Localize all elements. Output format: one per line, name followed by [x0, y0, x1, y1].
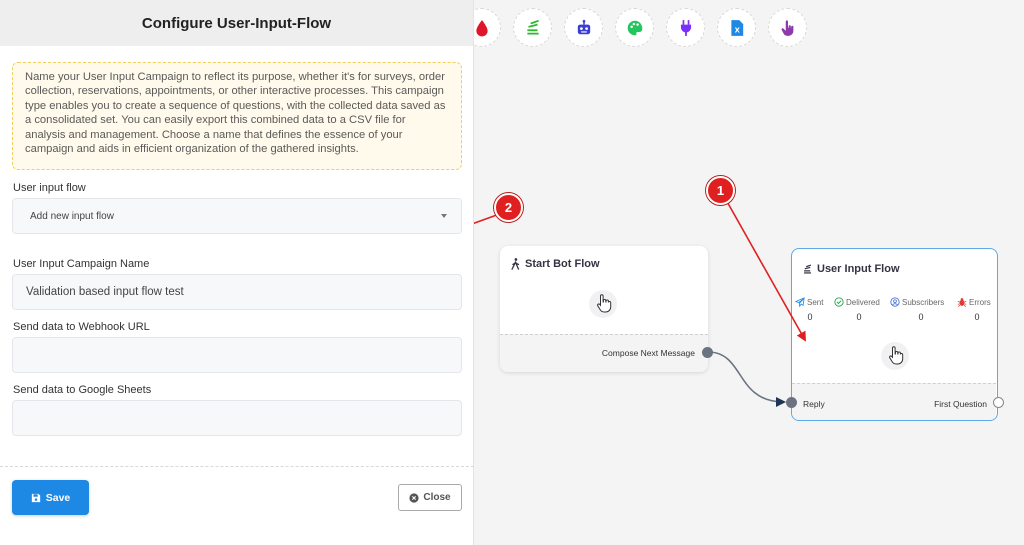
uif-node-title: User Input Flow [802, 263, 900, 275]
drop-icon [475, 19, 488, 36]
webhook-url-input[interactable] [12, 337, 462, 373]
panel-header: Configure User-Input-Flow [0, 0, 473, 46]
reply-port[interactable] [786, 397, 797, 408]
tap-hand-icon [880, 341, 910, 376]
stack-icon [526, 19, 539, 35]
flow-label: User input flow [13, 182, 86, 194]
walking-person-icon [511, 258, 520, 270]
floppy-disk-icon [31, 493, 40, 502]
stat-delivered: Delivered [834, 297, 880, 307]
start-node-footer [500, 334, 708, 372]
panel-title: Configure User-Input-Flow [141, 14, 332, 32]
user-circle-icon [890, 297, 900, 307]
plug-icon [680, 19, 691, 36]
pointer-hand-icon [781, 19, 793, 36]
uif-node-footer [792, 383, 996, 420]
stat-errors-label: Errors [969, 297, 991, 307]
annotation-badge-1: 1 [706, 176, 735, 205]
compose-next-message-port[interactable] [702, 347, 713, 358]
close-button-label: Close [423, 492, 451, 503]
close-button[interactable]: Close [398, 484, 462, 511]
palette-icon [627, 20, 642, 35]
close-circle-icon [409, 492, 419, 503]
reply-label: Reply [803, 399, 825, 409]
caret-down-icon [441, 214, 447, 218]
stat-subscribers-label: Subscribers [902, 297, 945, 307]
google-sheets-label: Send data to Google Sheets [13, 384, 152, 396]
excel-tool-button[interactable]: X [717, 8, 756, 47]
paper-plane-icon [795, 297, 805, 307]
stat-sent-label: Sent [807, 297, 824, 307]
stack-icon [804, 263, 812, 274]
check-circle-icon [834, 297, 844, 307]
stat-sent-value: 0 [807, 312, 813, 322]
stat-delivered-label: Delivered [846, 297, 880, 307]
user-input-flow-node[interactable]: User Input Flow Sent Delivered Subscribe… [791, 248, 998, 421]
start-node-title: Start Bot Flow [510, 258, 600, 270]
save-button-label: Save [45, 491, 71, 504]
stat-errors: Errors [957, 297, 991, 307]
first-question-port[interactable] [993, 397, 1004, 408]
save-button[interactable]: Save [12, 480, 89, 515]
tap-hand-icon [588, 289, 618, 324]
flow-select-value: Add new input flow [30, 210, 114, 222]
pointer-tool-button[interactable] [768, 8, 807, 47]
flow-select[interactable]: Add new input flow [12, 198, 462, 234]
google-sheets-input[interactable] [12, 400, 462, 436]
svg-text:X: X [734, 26, 740, 34]
stat-sent: Sent [795, 297, 823, 307]
stack-tool-button[interactable] [513, 8, 552, 47]
excel-file-icon: X [730, 19, 743, 36]
campaign-name-input[interactable]: Validation based input flow test [12, 274, 462, 310]
start-bot-flow-node[interactable]: Start Bot Flow Compose Next Message [500, 246, 708, 372]
bug-icon [957, 298, 967, 307]
start-node-title-text: Start Bot Flow [525, 258, 600, 270]
annotation-badge-2: 2 [494, 193, 523, 222]
stat-subscribers-value: 0 [918, 312, 924, 322]
stat-delivered-value: 0 [856, 312, 862, 322]
compose-next-message-label: Compose Next Message [601, 348, 695, 358]
webhook-label: Send data to Webhook URL [13, 321, 150, 333]
stat-subscribers: Subscribers [890, 297, 944, 307]
stat-errors-value: 0 [974, 312, 980, 322]
first-question-label: First Question [934, 399, 987, 409]
info-box: Name your User Input Campaign to reflect… [12, 62, 462, 170]
canvas-toolbar: X [462, 8, 807, 47]
robot-tool-button[interactable] [564, 8, 603, 47]
campaign-name-label: User Input Campaign Name [13, 258, 150, 270]
campaign-name-value: Validation based input flow test [26, 286, 184, 298]
configure-panel: Configure User-Input-Flow Name your User… [0, 0, 474, 545]
uif-node-title-text: User Input Flow [817, 263, 900, 275]
plug-tool-button[interactable] [666, 8, 705, 47]
robot-icon [577, 19, 590, 34]
palette-tool-button[interactable] [615, 8, 654, 47]
footer-divider [0, 466, 474, 467]
